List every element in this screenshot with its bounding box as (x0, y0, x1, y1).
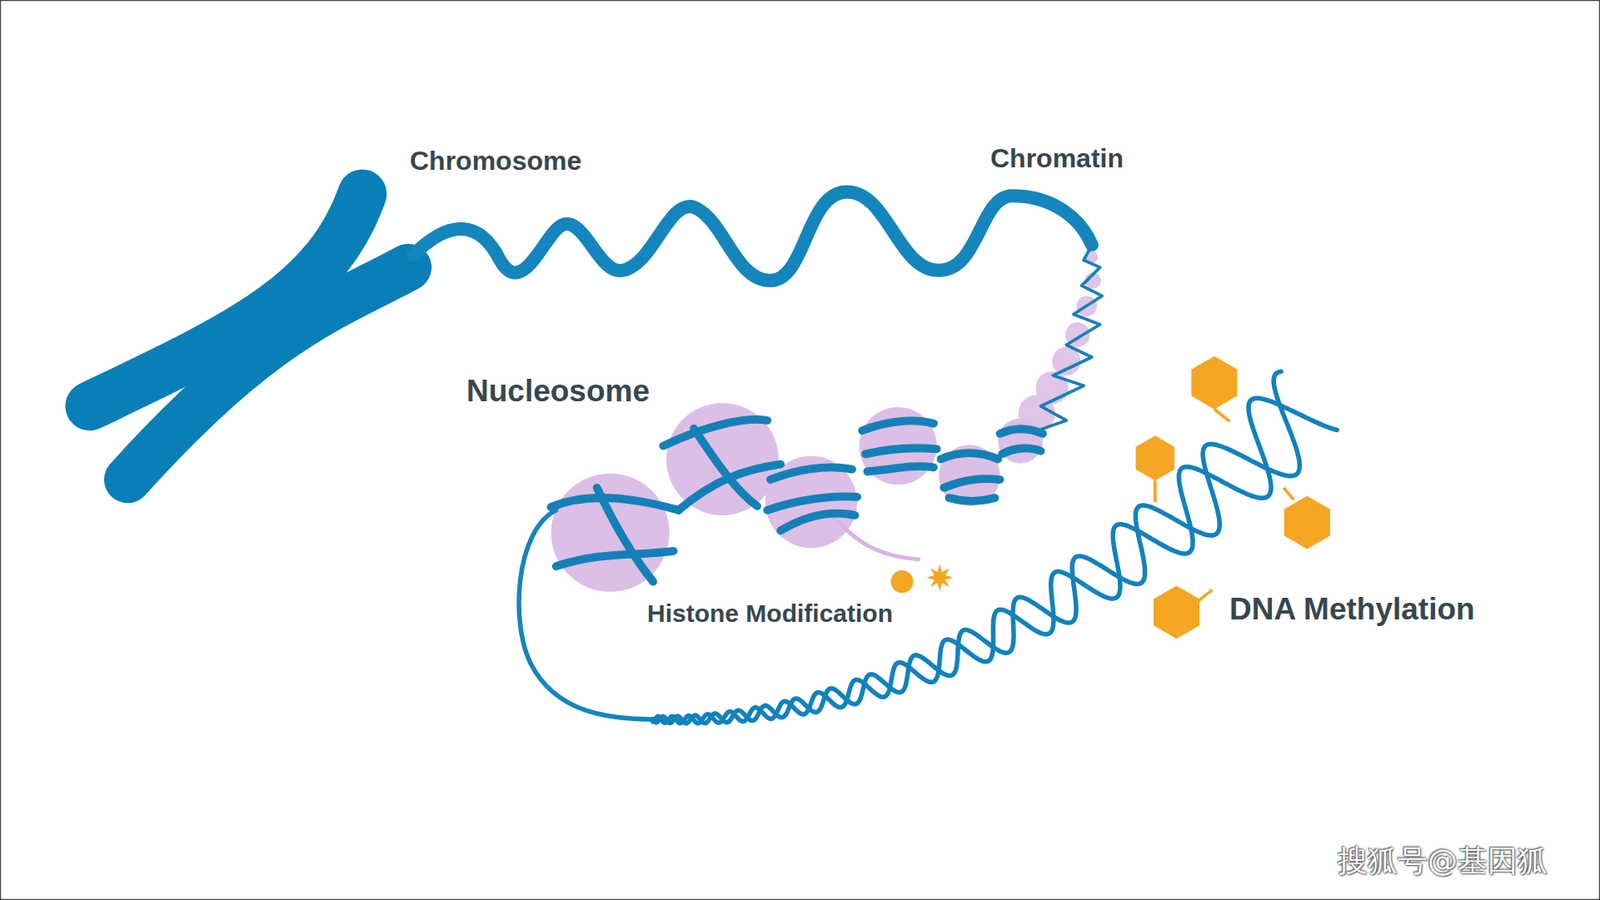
part-label: Histone Modification (647, 599, 893, 629)
coil-dna (1020, 244, 1102, 437)
nucleosome-beads (551, 403, 1044, 593)
chromosome-shape (89, 194, 409, 480)
dna-strand (652, 371, 1300, 723)
modification-star (926, 564, 953, 592)
chromatin-fiber (413, 191, 1092, 281)
dna-strand (652, 398, 1337, 723)
chromatid (127, 267, 409, 480)
part-label: Chromosome (409, 145, 582, 177)
part-label: Nucleosome (466, 373, 650, 410)
modification-dot (891, 570, 914, 594)
linker-dna (518, 510, 655, 720)
part-label: Chromatin (990, 143, 1124, 175)
part-label: DNA Methylation (1229, 592, 1476, 629)
watermark: 搜狐号@基因狐 (1337, 843, 1548, 878)
methyl-links (1155, 408, 1295, 603)
histone-tail (831, 515, 918, 560)
wrapped-dna (551, 419, 1044, 583)
